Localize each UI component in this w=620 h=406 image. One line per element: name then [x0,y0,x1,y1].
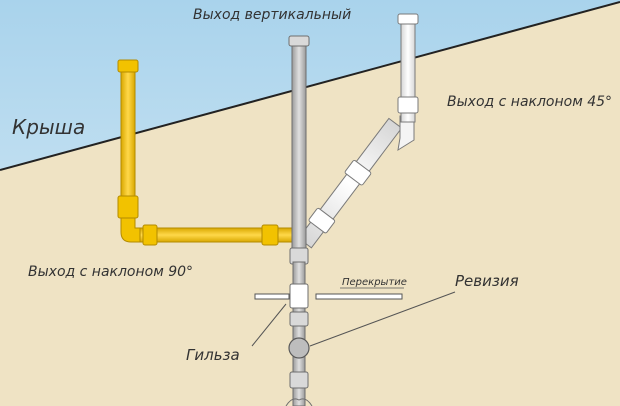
revision-label: Ревизия [455,272,519,290]
revision-leader [309,291,456,347]
angle90-pipe [117,59,301,246]
angle90-exit-label: Выход с наклоном 90° [28,264,193,280]
angle45-pipe [297,13,419,249]
roof-line [0,1,620,171]
sleeve-label: Гильза [186,346,240,364]
revision-fitting [288,337,310,359]
sleeve-part [289,283,309,309]
vertical-exit-label: Выход вертикальный [193,7,351,23]
roof-label: Крыша [12,115,85,139]
floor-slab-right [315,293,403,300]
angle45-exit-label: Выход с наклоном 45° [447,94,612,110]
floor-slab-left [254,293,290,300]
vertical-pipe [285,35,313,406]
sleeve-leader [251,303,287,347]
floor-slab-label: Перекрытие [342,277,407,288]
